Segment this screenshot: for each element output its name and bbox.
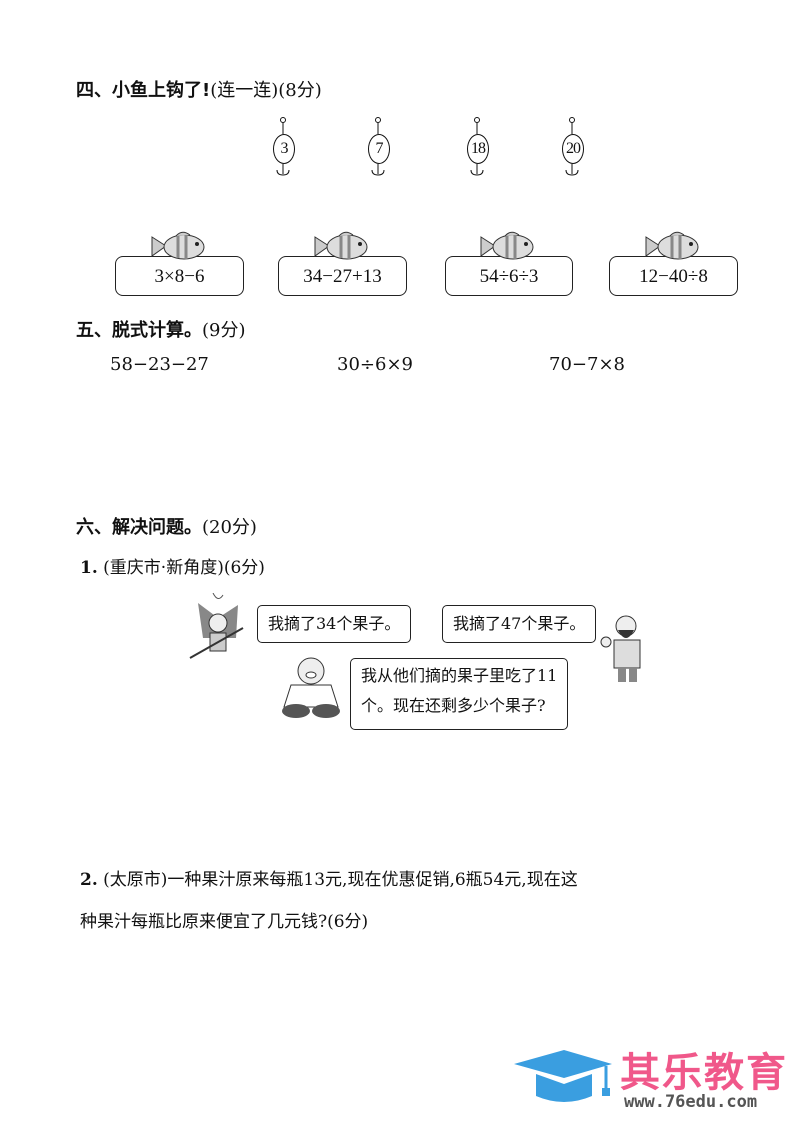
fish-expression: 3×8−6 xyxy=(154,266,205,287)
question-text: (太原市)一种果汁原来每瓶13元,现在优惠促销,6瓶54元,现在这 xyxy=(103,870,578,890)
fish-icon xyxy=(645,231,698,260)
monkey-character-icon xyxy=(189,593,244,659)
hook-1: 3 xyxy=(269,116,299,196)
section6-heading: 六、解决问题。(20分) xyxy=(76,517,257,538)
fish-card-4[interactable]: 12−40÷8 xyxy=(609,231,738,296)
logo-name: 其乐教育 xyxy=(620,1050,788,1096)
fish-expression: 34−27+13 xyxy=(303,266,382,287)
graduation-cap-icon xyxy=(514,1050,612,1102)
logo-url: www.76edu.com xyxy=(624,1092,758,1112)
bubble-line: 我从他们摘的果子里吃了11 xyxy=(361,666,558,685)
calc-expression-1: 58−23−27 xyxy=(110,354,209,375)
sha-wujing-character-icon xyxy=(600,615,641,682)
speech-bubble-monkey: 我摘了34个果子。 xyxy=(257,605,412,643)
fish-expression: 12−40÷8 xyxy=(639,266,708,287)
question-number: 1. xyxy=(80,558,98,578)
question-text: (重庆市·新角度)(6分) xyxy=(103,558,265,578)
calc-expression-2: 30÷6×9 xyxy=(337,354,413,375)
fish-card-1[interactable]: 3×8−6 xyxy=(115,231,244,296)
hook-number: 20 xyxy=(562,134,584,164)
hook-3: 18 xyxy=(463,116,493,196)
fish-icon xyxy=(151,231,204,260)
hook-number: 7 xyxy=(368,134,390,164)
section5-heading: 五、脱式计算。(9分) xyxy=(76,320,246,341)
fish-card-3[interactable]: 54÷6÷3 xyxy=(445,231,573,296)
fish-icon xyxy=(480,231,534,260)
section4-heading: 四、小鱼上钩了!(连一连)(8分) xyxy=(76,80,322,101)
speech-bubble-monk: 我摘了47个果子。 xyxy=(442,605,597,643)
calc-expression-3: 70−7×8 xyxy=(549,354,625,375)
speech-bubble-pig: 我从他们摘的果子里吃了11 个。现在还剩多少个果子? xyxy=(350,658,569,730)
question-1: 1. (重庆市·新角度)(6分) xyxy=(80,553,265,578)
pig-character-icon xyxy=(282,657,340,718)
bubble-line: 个。现在还剩多少个果子? xyxy=(361,696,546,715)
hook-2: 7 xyxy=(364,116,394,196)
fish-card-2[interactable]: 34−27+13 xyxy=(278,231,407,296)
fish-icon xyxy=(314,231,367,260)
hook-4: 20 xyxy=(558,116,588,196)
hook-number: 18 xyxy=(467,134,489,164)
fish-expression: 54÷6÷3 xyxy=(479,266,539,287)
question-text: 种果汁每瓶比原来便宜了几元钱?(6分) xyxy=(80,912,369,932)
question-number: 2. xyxy=(80,870,98,890)
hook-number: 3 xyxy=(273,134,295,164)
logo: 其乐教育 www.76edu.com xyxy=(512,1040,792,1115)
question-2: 2. (太原市)一种果汁原来每瓶13元,现在优惠促销,6瓶54元,现在这种果汁每… xyxy=(80,859,780,943)
